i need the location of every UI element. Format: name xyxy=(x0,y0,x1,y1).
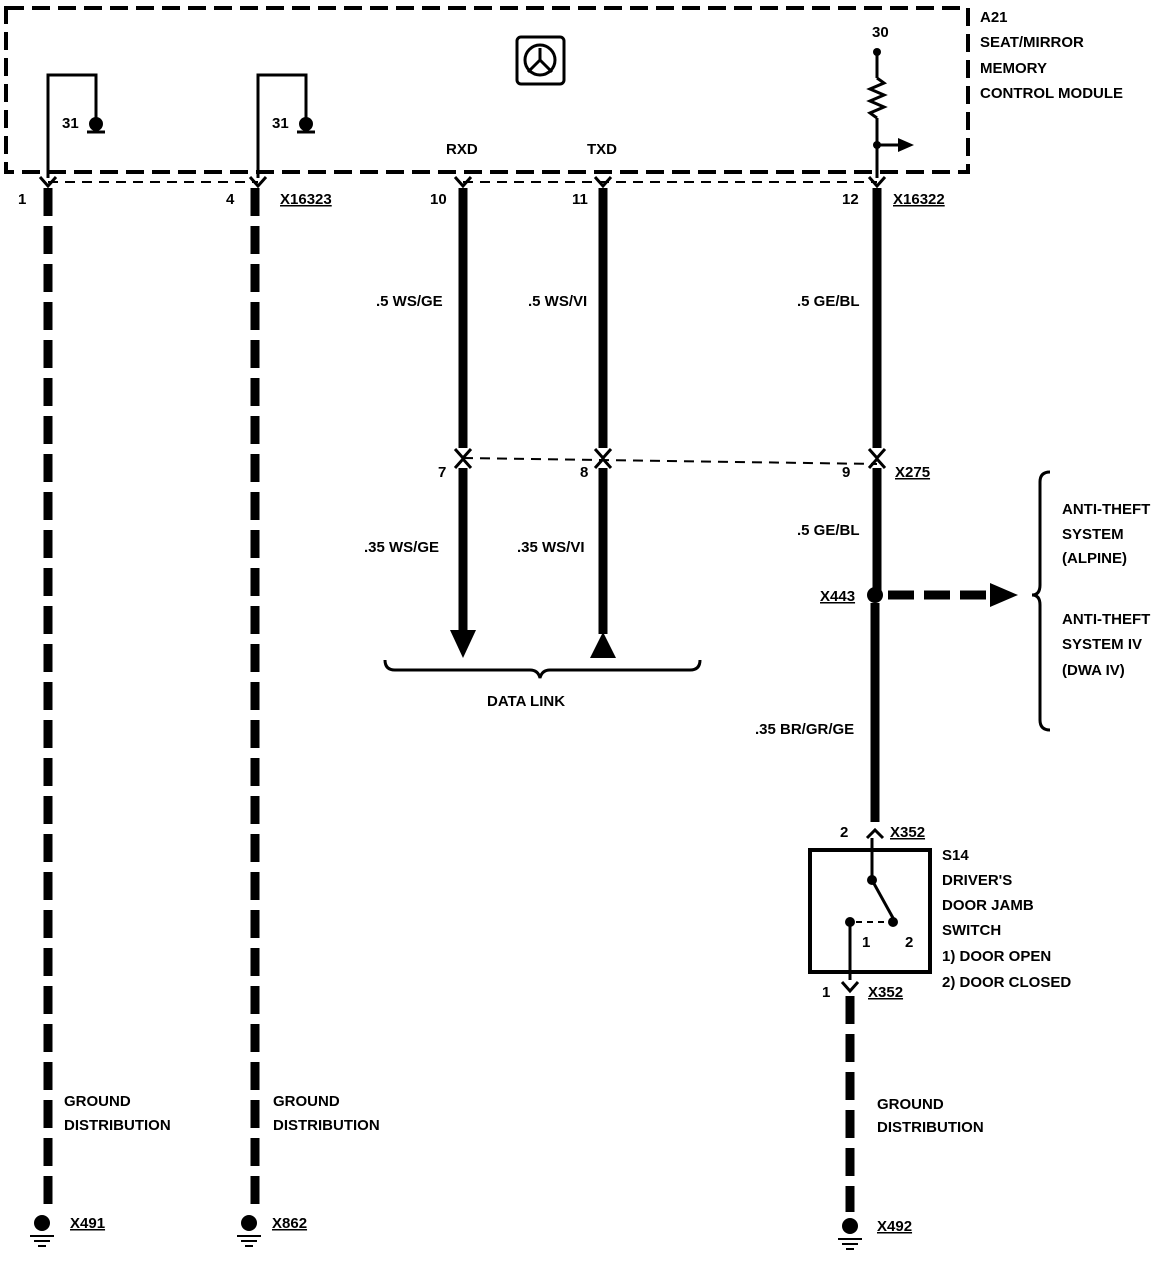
steering-wheel-icon xyxy=(515,35,566,86)
module-name-line2: MEMORY xyxy=(980,60,1047,77)
switch-state-1: 1) DOOR OPEN xyxy=(942,948,1051,965)
switch-contacts xyxy=(845,838,898,980)
ground-dist-3-line2: DISTRIBUTION xyxy=(877,1119,984,1136)
ground-dist-1-line1: GROUND xyxy=(64,1093,131,1110)
pin-9: 9 xyxy=(842,464,850,481)
pin-markers-x275 xyxy=(453,448,887,469)
rxd-label: RXD xyxy=(446,141,478,158)
switch-name-line3: SWITCH xyxy=(942,922,1001,939)
ground-dist-2-line2: DISTRIBUTION xyxy=(273,1117,380,1134)
ground-x862: X862 xyxy=(272,1215,307,1232)
anti-theft-line2: SYSTEM xyxy=(1062,526,1124,543)
pin-marker-x352-bottom xyxy=(840,981,860,994)
wire-label-switch: .35 BR/GR/GE xyxy=(755,721,854,738)
wire-label-10: .5 WS/GE xyxy=(376,293,443,310)
anti-theft-brace xyxy=(1031,470,1051,732)
ground-dist-3-line1: GROUND xyxy=(877,1096,944,1113)
ground-symbol-icon xyxy=(30,1215,54,1247)
power-terminal-label: 30 xyxy=(872,24,889,41)
pin-markers-top xyxy=(38,176,887,189)
ground-terminal-31-a: 31 xyxy=(62,115,79,132)
switch-box xyxy=(808,848,932,974)
module-box xyxy=(4,6,970,174)
ground-x492: X492 xyxy=(877,1218,912,1235)
pin-marker-x352-top xyxy=(865,827,885,840)
anti-theft-line1: ANTI-THEFT xyxy=(1062,501,1150,518)
module-name-line1: SEAT/MIRROR xyxy=(980,34,1084,51)
power-terminal: 30 xyxy=(866,24,914,178)
anti-theft-line3: (ALPINE) xyxy=(1062,550,1127,567)
ground-dist-2-line1: GROUND xyxy=(273,1093,340,1110)
ground-dist-1-line2: DISTRIBUTION xyxy=(64,1117,171,1134)
connector-x443: X443 xyxy=(820,588,855,605)
anti-theft-line4: ANTI-THEFT xyxy=(1062,611,1150,628)
arrow-up-icon xyxy=(590,632,616,658)
pin-8: 8 xyxy=(580,464,588,481)
pin-10: 10 xyxy=(430,191,447,208)
splice-x443 xyxy=(867,587,883,603)
data-link-brace xyxy=(383,659,702,679)
arrow-right-icon xyxy=(898,138,914,152)
pin-1: 1 xyxy=(18,191,26,208)
ground-terminal-31-b: 31 xyxy=(272,115,289,132)
connector-x352-top: X352 xyxy=(890,824,925,841)
switch-pin-1: 1 xyxy=(822,984,830,1001)
internal-ground-2: 31 xyxy=(256,73,315,178)
switch-ref: S14 xyxy=(942,847,969,864)
wire-label-12: .5 GE/BL xyxy=(797,293,860,310)
connector-line-x275 xyxy=(462,457,878,465)
wire-label-7: .35 WS/GE xyxy=(364,539,439,556)
ground-symbol-icon xyxy=(838,1218,862,1250)
pin-11: 11 xyxy=(572,191,588,208)
module-ref: A21 xyxy=(980,9,1008,26)
wire-label-8: .35 WS/VI xyxy=(517,539,585,556)
pin-12: 12 xyxy=(842,191,859,208)
connector-x16322: X16322 xyxy=(893,191,945,208)
connector-x352-bottom: X352 xyxy=(868,984,903,1001)
switch-pos-1: 1 xyxy=(862,934,870,951)
pin-4: 4 xyxy=(226,191,235,208)
anti-theft-line5: SYSTEM IV xyxy=(1062,636,1142,653)
wire-label-9: .5 GE/BL xyxy=(797,522,860,539)
switch-pos-2: 2 xyxy=(905,934,913,951)
switch-state-2: 2) DOOR CLOSED xyxy=(942,974,1071,991)
internal-ground-1: 31 xyxy=(46,73,105,178)
arrow-right-icon xyxy=(990,583,1018,607)
switch-name-line2: DOOR JAMB xyxy=(942,897,1034,914)
ground-symbol-icon xyxy=(237,1215,261,1247)
switch-name-line1: DRIVER'S xyxy=(942,872,1012,889)
switch-pin-2: 2 xyxy=(840,824,848,841)
connector-x16323: X16323 xyxy=(280,191,332,208)
anti-theft-line6: (DWA IV) xyxy=(1062,662,1125,679)
data-link-label: DATA LINK xyxy=(487,693,565,710)
connector-x275: X275 xyxy=(895,464,930,481)
resistor-icon xyxy=(866,76,888,120)
arrow-down-icon xyxy=(450,630,476,658)
ground-x491: X491 xyxy=(70,1215,105,1232)
txd-label: TXD xyxy=(587,141,617,158)
pin-7: 7 xyxy=(438,464,446,481)
module-name-line3: CONTROL MODULE xyxy=(980,85,1123,102)
wire-label-11: .5 WS/VI xyxy=(528,293,587,310)
